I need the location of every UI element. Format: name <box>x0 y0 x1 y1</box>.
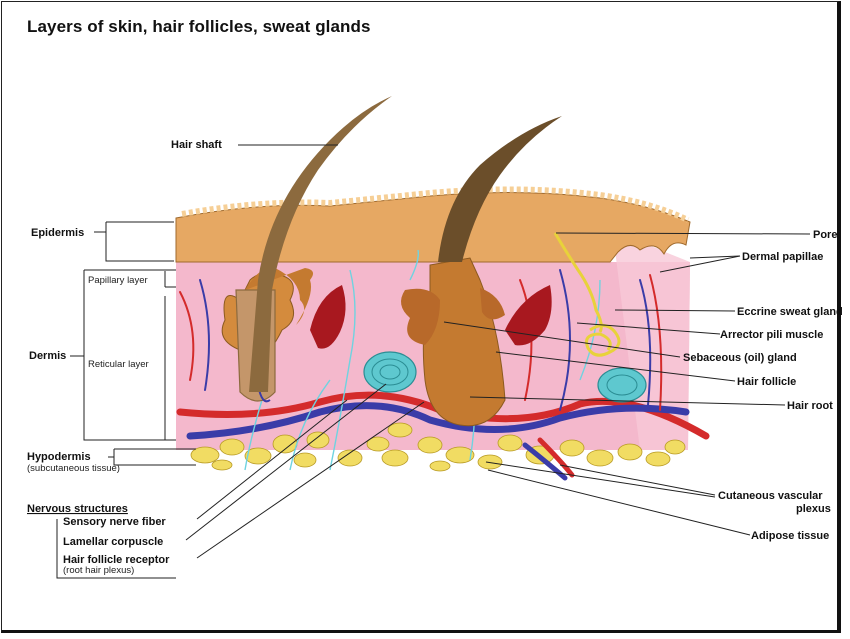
label-sebaceous-gland: Sebaceous (oil) gland <box>683 352 797 364</box>
label-pore: Pore <box>813 229 837 241</box>
label-root-hair-plexus: (root hair plexus) <box>63 565 134 576</box>
label-lamellar-corpuscle: Lamellar corpuscle <box>63 536 163 548</box>
label-eccrine-sweat-gland: Eccrine sweat gland <box>737 306 843 318</box>
label-hair-root: Hair root <box>787 400 833 412</box>
label-sensory-nerve-fiber: Sensory nerve fiber <box>63 516 166 528</box>
label-adipose-tissue: Adipose tissue <box>751 530 829 542</box>
label-hair-shaft: Hair shaft <box>171 139 222 151</box>
label-epidermis: Epidermis <box>31 227 84 239</box>
label-dermis: Dermis <box>29 350 66 362</box>
label-papillary-layer: Papillary layer <box>88 275 148 286</box>
label-hair-follicle: Hair follicle <box>737 376 796 388</box>
label-subcutaneous: (subcutaneous tissue) <box>27 463 120 474</box>
label-hypodermis: Hypodermis <box>27 451 91 463</box>
label-arrector-pili-muscle: Arrector pili muscle <box>720 329 823 341</box>
label-reticular-layer: Reticular layer <box>88 359 149 370</box>
label-dermal-papillae: Dermal papillae <box>742 251 823 263</box>
label-nervous-structures: Nervous structures <box>27 503 128 515</box>
label-cutaneous-vascular-plexus-line1: Cutaneous vascular <box>718 490 823 502</box>
label-cutaneous-vascular-plexus-line2: plexus <box>796 503 831 515</box>
